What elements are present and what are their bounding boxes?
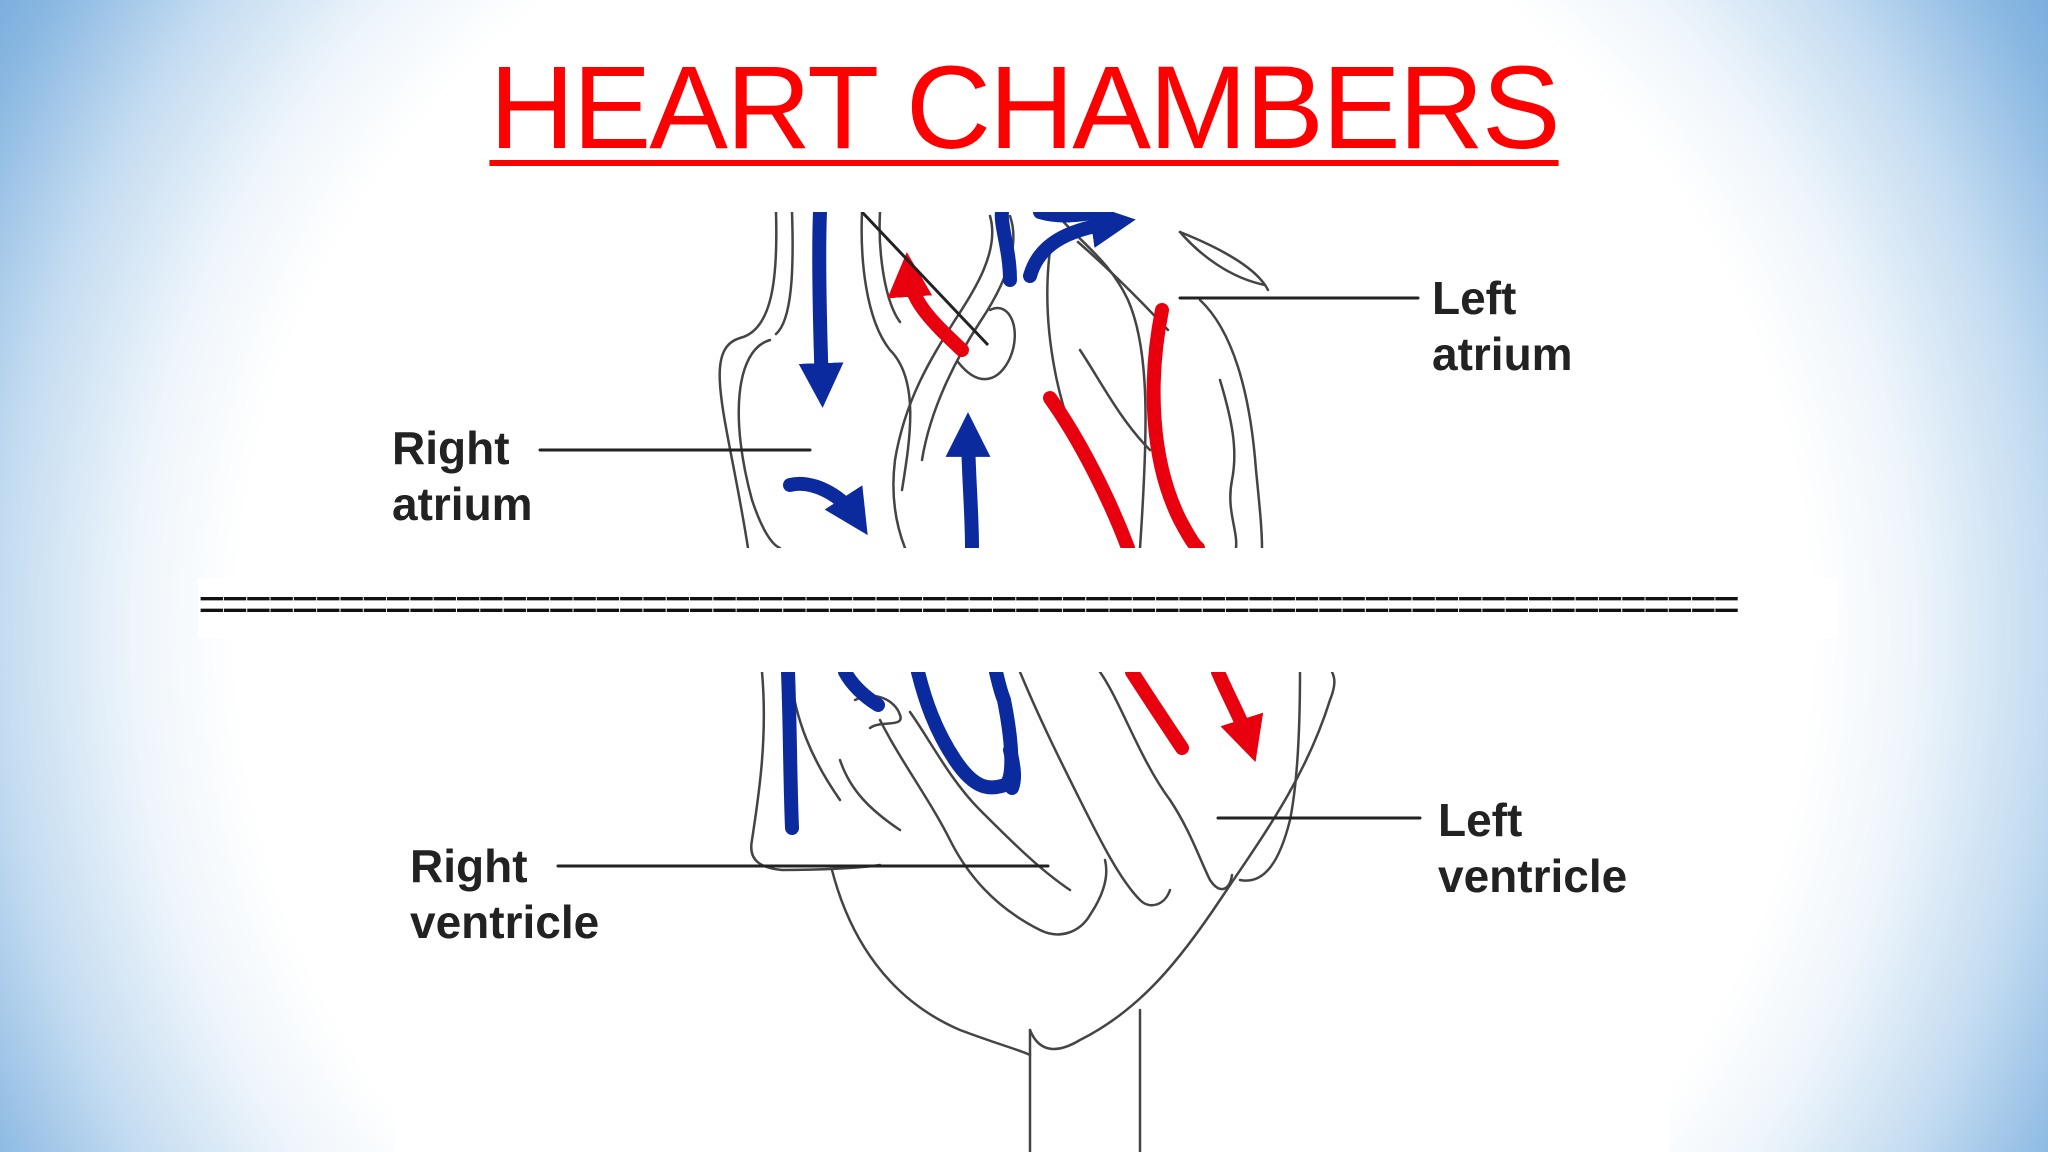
- label-left-atrium-line-1: Left: [1432, 272, 1517, 324]
- deoxygenated-blood-flow-upper: [783, 212, 1136, 548]
- label-pointers: [538, 296, 1422, 868]
- label-right-atrium-line-1: Right: [392, 422, 510, 474]
- diagram-panel: [395, 210, 1670, 1152]
- label-right-atrium: Right atrium: [392, 420, 533, 532]
- deoxygenated-blood-flow-lower: [781, 672, 1022, 835]
- label-right-ventricle: Right ventricle: [410, 838, 599, 950]
- label-left-ventricle-line-2: ventricle: [1438, 850, 1628, 902]
- heart-upper-section: [718, 212, 1270, 548]
- label-right-ventricle-line-2: ventricle: [410, 896, 600, 948]
- label-left-ventricle: Left ventricle: [1438, 792, 1627, 904]
- heart-lower-section: [749, 672, 1336, 1152]
- oxygenated-blood-flow-lower: [1125, 672, 1264, 763]
- label-left-atrium-line-2: atrium: [1432, 328, 1573, 380]
- label-left-ventricle-line-1: Left: [1438, 794, 1523, 846]
- label-left-atrium: Left atrium: [1432, 270, 1573, 382]
- right-atrium-pointer-vessel: [860, 212, 990, 347]
- oxygenated-blood-flow-upper: [887, 252, 1205, 548]
- slide-title: HEART CHAMBERS: [0, 38, 2048, 178]
- label-right-atrium-line-2: atrium: [392, 478, 533, 530]
- section-separator: ========================================…: [198, 578, 1838, 638]
- heart-outline-lower: [749, 672, 1336, 1152]
- heart-outline-upper: [718, 212, 1270, 548]
- slide-title-text: HEART CHAMBERS: [489, 42, 1560, 174]
- label-right-ventricle-line-1: Right: [410, 840, 528, 892]
